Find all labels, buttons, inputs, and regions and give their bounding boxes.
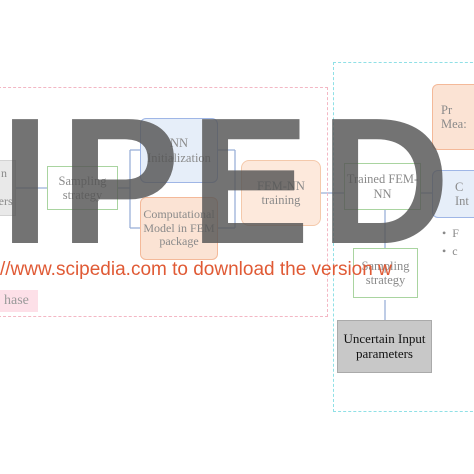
nn-initialization-box: NN Initialization bbox=[140, 118, 218, 183]
phase-region-left bbox=[0, 87, 328, 317]
input-parameters-box-partial: n ters bbox=[0, 160, 16, 216]
bullet-item-2: •c bbox=[442, 244, 458, 258]
computational-model-box: Computational Model in FEM package bbox=[140, 197, 218, 260]
output-box-partial: C Int bbox=[432, 170, 474, 218]
phase-label: hase bbox=[0, 290, 38, 312]
sampling-strategy-box-right: Sampling strategy bbox=[353, 248, 418, 298]
uncertain-input-parameters-box: Uncertain Input parameters bbox=[337, 320, 432, 373]
phase-region-right bbox=[333, 62, 474, 412]
prediction-measures-box-partial: Pr Mea: bbox=[432, 84, 474, 150]
watermark-letters: IPED bbox=[0, 81, 461, 282]
trained-fem-nn-box: Trained FEM- NN bbox=[344, 163, 421, 210]
bullet-item-1: •F bbox=[442, 226, 459, 240]
sampling-strategy-box: Sampling strategy bbox=[47, 166, 118, 210]
fem-nn-training-box: FEM-NN training bbox=[241, 160, 321, 226]
watermark-url: //www.scipedia.com to download the versi… bbox=[0, 259, 392, 280]
